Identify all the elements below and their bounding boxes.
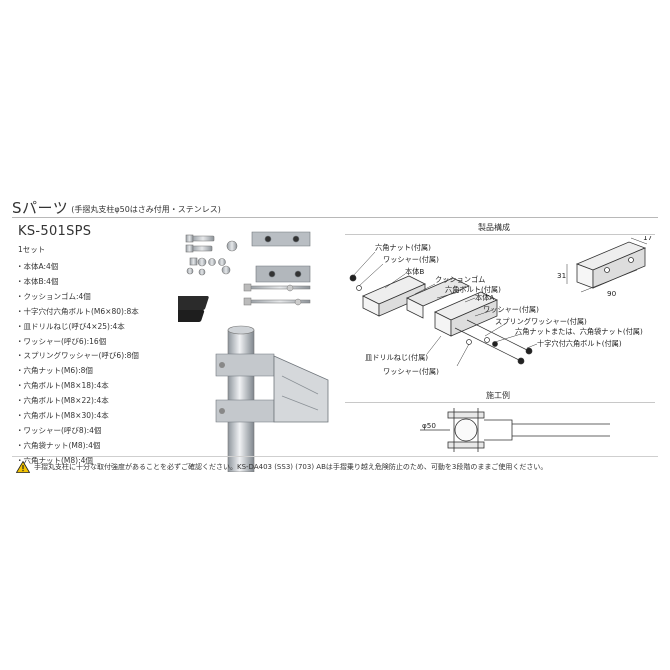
title-divider [12, 217, 658, 218]
cushion-rubber [178, 296, 209, 322]
label-hex-nut: 六角ナット(付属) [375, 243, 431, 252]
label-washer-top: ワッシャー(付属) [383, 255, 439, 264]
exploded-parts [362, 275, 498, 337]
model-number: KS-501SPS [18, 224, 92, 239]
section-divider [345, 234, 655, 235]
list-item: ・六角ボルト(M8×30):4本 [16, 411, 109, 421]
pole-assembly [215, 325, 329, 472]
set-count: 1セット [18, 245, 46, 254]
label-cap-nut: 六角ナットまたは、六角袋ナット(付属) [515, 327, 643, 336]
fasteners [349, 274, 533, 365]
list-item: ・本体B:4個 [16, 276, 59, 286]
caution-note: 手摺丸支柱に十分な取付強度があることを必ずご確認ください。KS-DA403 (S… [12, 456, 658, 477]
dim-height: 31 [557, 271, 566, 280]
product-photo [178, 231, 329, 472]
list-item: ・ワッシャー(呼び6):16個 [16, 336, 107, 346]
dimension-drawing [575, 241, 647, 289]
bracket-plates [251, 231, 311, 283]
dim-length: 90 [607, 289, 617, 298]
label-washer-mid: ワッシャー(付属) [483, 305, 539, 314]
pole-diameter: φ50 [422, 421, 436, 430]
page-title: Sパーツ [12, 199, 69, 217]
label-spring-washer: スプリングワッシャー(付属) [495, 317, 587, 326]
dim-width: 17 [643, 236, 652, 242]
list-item: ・十字穴付六角ボルト(M6×80):8本 [16, 306, 139, 316]
list-item: ・皿ドリルねじ(呼び4×25):4本 [16, 321, 125, 331]
list-item: ・本体A:4個 [16, 262, 59, 271]
parts-list: ・本体A:4個 ・本体B:4個 ・クッションゴム:4個 ・十字穴付六角ボルト(M… [16, 260, 139, 469]
bolt-group [185, 234, 238, 276]
list-item: ・ワッシャー(呼び8):4個 [16, 425, 102, 435]
exploded-diagram: 六角ナット(付属) ワッシャー(付属) 本体B クッションゴム 六角ボルト(付属… [349, 236, 652, 376]
label-cushion: クッションゴム [435, 275, 485, 284]
section-title-example: 施工例 [486, 391, 510, 400]
title-row: Sパーツ (手摺丸支柱φ50はさみ付用・ステンレス) [12, 194, 221, 218]
list-item: ・スプリングワッシャー(呼び6):8個 [16, 351, 139, 361]
label-body-b: 本体B [405, 267, 424, 276]
installation-example: φ50 [420, 408, 610, 452]
warning-icon [16, 461, 30, 473]
section-divider [345, 402, 655, 403]
long-bolts [243, 283, 311, 306]
label-screw: 皿ドリルねじ(付属) [365, 353, 428, 362]
label-body-a: 本体A [475, 293, 494, 302]
list-item: ・クッションゴム:4個 [16, 291, 91, 301]
list-item: ・六角ナット(M8):4個 [16, 455, 93, 465]
label-cross-bolt: 十字穴付六角ボルト(付属) [537, 339, 622, 348]
list-item: ・六角袋ナット(M8):4個 [16, 440, 101, 450]
list-item: ・六角ボルト(M8×22):4本 [16, 396, 109, 406]
caution-text: 手摺丸支柱に十分な取付強度があることを必ずご確認ください。KS-DA403 (S… [34, 463, 548, 471]
list-item: ・六角ナット(M6):8個 [16, 366, 93, 376]
product-sheet: Sパーツ (手摺丸支柱φ50はさみ付用・ステンレス) KS-501SPS 1セッ… [0, 186, 670, 482]
label-washer-bottom: ワッシャー(付属) [383, 367, 439, 376]
page-subtitle: (手摺丸支柱φ50はさみ付用・ステンレス) [71, 205, 221, 214]
section-title-components: 製品構成 [478, 223, 510, 232]
list-item: ・六角ボルト(M8×18):4本 [16, 381, 109, 391]
label-hex-bolt: 六角ボルト(付属) [445, 285, 501, 294]
